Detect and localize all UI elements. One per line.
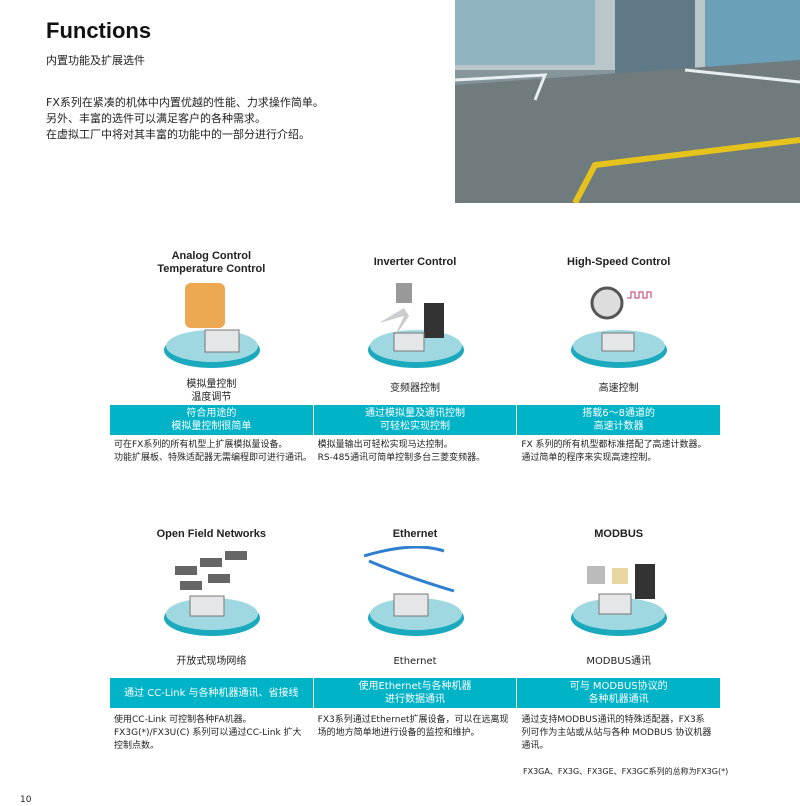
function-inverter-control: Inverter Control 变频器控制 通过模拟量及通讯控制可轻松实现控制… bbox=[313, 248, 517, 478]
function-band: 使用Ethernet与各种机器进行数据通讯 bbox=[313, 678, 517, 708]
function-desc: FX3系列通过Ethernet扩展设备，可以在远离现场的地方简单地进行设备的监控… bbox=[317, 715, 509, 738]
function-label: 变频器控制 bbox=[390, 383, 440, 394]
intro-text: FX系列在紧凑的机体中内置优越的性能、力求操作简单。 另外、丰富的选件可以满足客… bbox=[46, 95, 324, 143]
intro-line: 另外、丰富的选件可以满足客户的各种需求。 bbox=[46, 112, 266, 125]
function-title: MODBUS bbox=[594, 528, 644, 540]
function-desc: 通过支持MODBUS通讯的特殊适配器，FX3系列可作为主站或从站与各种 MODB… bbox=[521, 715, 712, 751]
function-desc: FX 系列的所有机型都标准搭配了高速计数器。通过简单的程序来实现高速控制。 bbox=[521, 440, 707, 463]
function-band: 符合用途的模拟量控制很简单 bbox=[110, 405, 313, 435]
function-desc: 使用CC-Link 可控制各种FA机器。FX3G(*)/FX3U(C) 系列可以… bbox=[114, 715, 302, 751]
ethernet-cable-illustration bbox=[363, 546, 464, 636]
function-title: High-Speed Control bbox=[567, 256, 671, 268]
function-label: 模拟量控制温度调节 bbox=[186, 379, 237, 403]
functions-row-2: Open Field Networks 开放式现场网络 通过 CC-Link 与… bbox=[110, 528, 721, 758]
function-label: 高速控制 bbox=[598, 383, 639, 394]
function-label: Ethernet bbox=[393, 656, 437, 667]
function-title: Ethernet bbox=[392, 528, 438, 540]
page-number: 10 bbox=[20, 795, 32, 805]
function-label: 开放式现场网络 bbox=[176, 656, 247, 667]
function-desc: 可在FX系列的所有机型上扩展模拟量设备。功能扩展板、特殊适配器无需编程即可进行通… bbox=[114, 440, 313, 463]
function-modbus: MODBUS MODBUS通讯 可与 MODBUS协议的各种机器通讯 通过支持M… bbox=[517, 528, 721, 758]
intro-line: 在虚拟工厂中将对其丰富的功能中的一部分进行介绍。 bbox=[46, 128, 310, 141]
function-ethernet: Ethernet Ethernet 使用Ethernet与各种机器进行数据通讯 … bbox=[313, 528, 517, 758]
factory-photo bbox=[455, 0, 800, 203]
function-band: 可与 MODBUS协议的各种机器通讯 bbox=[517, 678, 721, 708]
footnote: FX3GA、FX3G、FX3GE、FX3GC系列的总称为FX3G(*) bbox=[523, 767, 729, 776]
encoder-illustration bbox=[571, 286, 668, 368]
function-title: Inverter Control bbox=[373, 256, 457, 268]
function-band: 通过 CC-Link 与各种机器通讯、省接线 bbox=[110, 678, 313, 708]
function-title: Open Field Networks bbox=[156, 528, 267, 540]
page-subtitle: 内置功能及扩展选件 bbox=[46, 54, 145, 67]
page-title: Functions bbox=[46, 18, 152, 43]
function-band: 搭载6～8通道的高速计数器 bbox=[517, 405, 721, 435]
function-desc: 模拟量输出可轻松实现马达控制。RS-485通讯可简单控制多台三菱变频器。 bbox=[317, 440, 486, 463]
analog-control-illustration bbox=[164, 283, 260, 368]
inverter-fan-illustration bbox=[367, 283, 464, 368]
function-high-speed-control: High-Speed Control 高速控制 搭载6～8通道的高速计数器 FX… bbox=[517, 248, 721, 478]
network-modules-illustration bbox=[164, 551, 260, 636]
intro-line: FX系列在紧凑的机体中内置优越的性能、力求操作简单。 bbox=[46, 96, 324, 109]
function-label: MODBUS通讯 bbox=[586, 656, 652, 667]
modbus-devices-illustration bbox=[571, 564, 668, 636]
function-band: 通过模拟量及通讯控制可轻松实现控制 bbox=[313, 405, 517, 435]
function-open-field-networks: Open Field Networks 开放式现场网络 通过 CC-Link 与… bbox=[110, 528, 313, 758]
